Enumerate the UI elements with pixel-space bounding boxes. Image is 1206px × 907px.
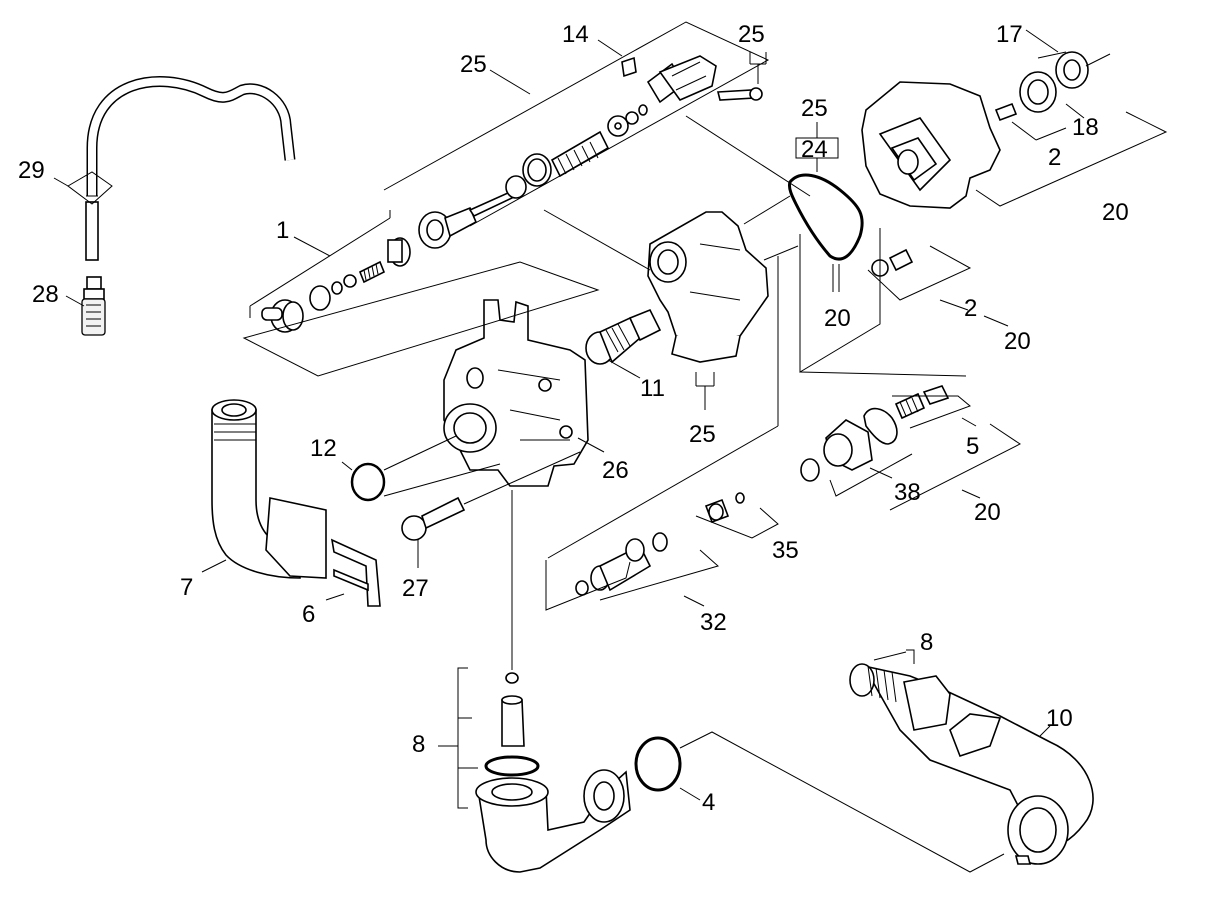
o-ring-part-12	[350, 462, 386, 502]
piston-assembly	[418, 104, 648, 249]
callout-38: 38	[894, 479, 921, 506]
valve-assembly-part-1	[261, 237, 411, 333]
callout-5: 5	[966, 433, 979, 460]
callout-20a: 20	[1102, 199, 1129, 226]
callout-labels: 1 2 2 4 5 6 7 8 8 10 11 12 14 17 18 20 2…	[18, 21, 1129, 816]
callout-20d: 20	[974, 499, 1001, 526]
elbow-part-7	[211, 399, 327, 579]
outlet-elbow-part-10	[849, 663, 1094, 865]
callout-25b: 25	[738, 21, 765, 48]
callout-25a: 25	[460, 51, 487, 78]
callout-2a: 2	[1048, 144, 1061, 171]
callout-8b: 8	[920, 629, 933, 656]
callout-12: 12	[310, 435, 337, 462]
pump-housing-part-26	[443, 299, 589, 487]
o-ring-part-4	[634, 736, 682, 792]
clip-part-6	[330, 538, 381, 607]
callout-25c: 25	[801, 95, 828, 122]
callout-2b: 2	[964, 295, 977, 322]
callout-25d: 25	[689, 421, 716, 448]
callout-17: 17	[996, 21, 1023, 48]
callout-35: 35	[772, 537, 799, 564]
gasket-part-24	[788, 173, 864, 261]
callout-27: 27	[402, 575, 429, 602]
callout-6: 6	[302, 601, 315, 628]
strainer-part-28	[81, 276, 106, 336]
lower-elbow-part-8	[475, 769, 631, 873]
callout-1: 1	[276, 217, 289, 244]
callout-18: 18	[1072, 114, 1099, 141]
hose-part-29	[85, 76, 296, 261]
callout-8a: 8	[412, 731, 425, 758]
fitting-part-8	[484, 672, 540, 777]
flange-part-17	[1055, 51, 1089, 89]
callout-26: 26	[602, 457, 629, 484]
check-valve-part-2	[871, 248, 914, 277]
screw-part-27	[401, 496, 466, 541]
bracket-part-14	[621, 55, 763, 104]
callout-11: 11	[640, 375, 665, 402]
callout-29: 29	[18, 157, 45, 184]
callout-20c: 20	[1004, 328, 1031, 355]
valve-block-part-20	[861, 81, 1018, 209]
nipple-part-11	[585, 308, 662, 365]
cylinder-head-part-25	[647, 211, 769, 363]
callout-10: 10	[1046, 705, 1073, 732]
valve-part-32	[575, 532, 668, 596]
callout-14: 14	[562, 21, 589, 48]
callout-28: 28	[32, 281, 59, 308]
callout-4: 4	[702, 789, 715, 816]
leader-lines	[53, 21, 1168, 873]
fitting-part-35	[704, 492, 745, 524]
callout-32: 32	[700, 609, 727, 636]
callout-24: 24	[801, 136, 828, 163]
unloader-part-38	[800, 385, 950, 482]
callout-7: 7	[180, 574, 193, 601]
callout-20b: 20	[824, 305, 851, 332]
bearing-part-18	[1019, 71, 1057, 113]
